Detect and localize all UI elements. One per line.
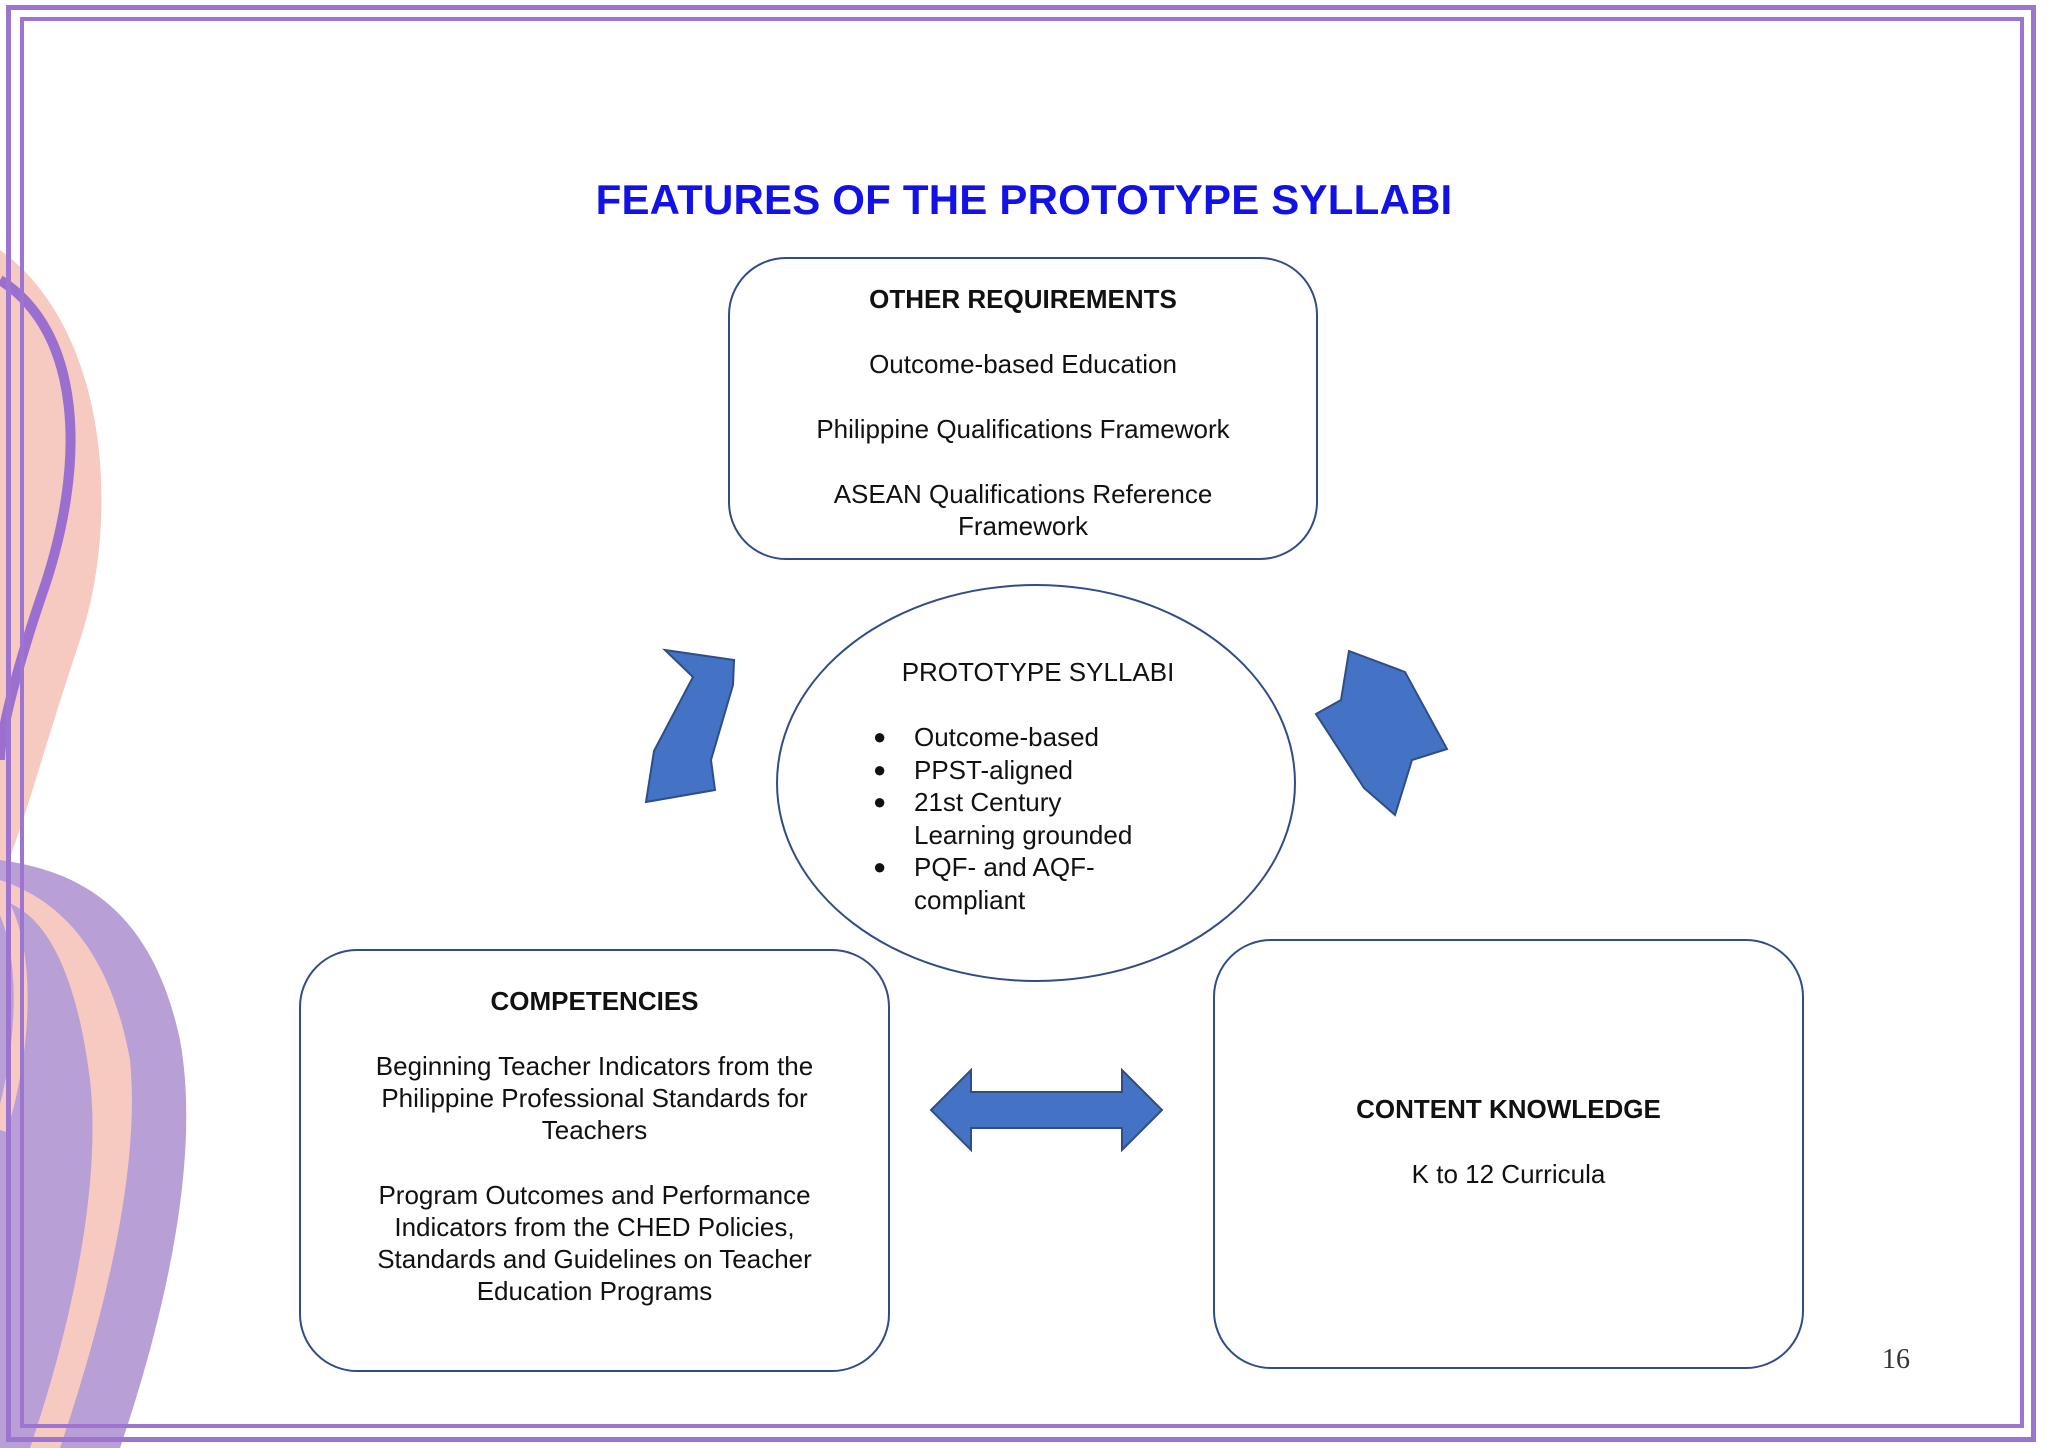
competencies-item: Beginning Teacher Indicators from the Ph… xyxy=(375,1051,814,1145)
competencies-item: Program Outcomes and Performance Indicat… xyxy=(377,1180,812,1306)
other-requirements-item: Philippine Qualifications Framework xyxy=(816,414,1230,444)
bullet-icon: ● xyxy=(873,789,887,814)
content-knowledge-heading: CONTENT KNOWLEDGE xyxy=(1356,1094,1661,1124)
bullet-icon: ● xyxy=(873,756,887,782)
other-requirements-item: Outcome-based Education xyxy=(869,349,1177,379)
competencies-heading: COMPETENCIES xyxy=(490,986,699,1016)
arrow-right-diagonal xyxy=(1314,649,1449,817)
bullet-text: 21st Century Learning grounded xyxy=(914,787,1133,850)
other-requirements-heading: OTHER REQUIREMENTS xyxy=(869,284,1177,314)
list-item: ● PPST-aligned xyxy=(873,754,1214,787)
content-knowledge-item: K to 12 Curricula xyxy=(1411,1159,1606,1189)
bullet-text: PQF- and AQF-compliant xyxy=(914,852,1095,915)
page-number: 16 xyxy=(1882,1344,1910,1375)
purple-swoosh-line xyxy=(0,275,76,761)
bullet-icon: ● xyxy=(873,724,887,749)
other-requirements-item: ASEAN Qualifications Reference Framework xyxy=(833,479,1213,541)
prototype-syllabi-ellipse: PROTOTYPE SYLLABI ● Outcome-based ● PPST-a… xyxy=(776,584,1296,982)
arrow-left-diagonal xyxy=(644,648,736,804)
arrow-horizontal-double xyxy=(929,1067,1164,1153)
prototype-bullet-list: ● Outcome-based ● PPST-aligned ● 21st Centu… xyxy=(873,721,1214,916)
list-item: ● 21st Century Learning grounded xyxy=(873,786,1154,851)
bullet-icon: ● xyxy=(873,854,887,879)
content-knowledge-box: CONTENT KNOWLEDGE K to 12 Curricula xyxy=(1213,939,1804,1369)
other-requirements-box: OTHER REQUIREMENTS Outcome-based Educati… xyxy=(728,257,1318,560)
list-item: ● PQF- and AQF-compliant xyxy=(873,851,1114,916)
prototype-syllabi-heading: PROTOTYPE SYLLABI xyxy=(901,657,1175,687)
bullet-text: PPST-aligned xyxy=(914,754,1073,785)
competencies-box: COMPETENCIES Beginning Teacher Indicator… xyxy=(299,949,890,1372)
slide-title: FEATURES OF THE PROTOTYPE SYLLABI xyxy=(595,176,1453,223)
pink-swoosh-lower xyxy=(0,880,132,1448)
list-item: ● Outcome-based xyxy=(873,721,1214,754)
bullet-text: Outcome-based xyxy=(914,722,1099,752)
